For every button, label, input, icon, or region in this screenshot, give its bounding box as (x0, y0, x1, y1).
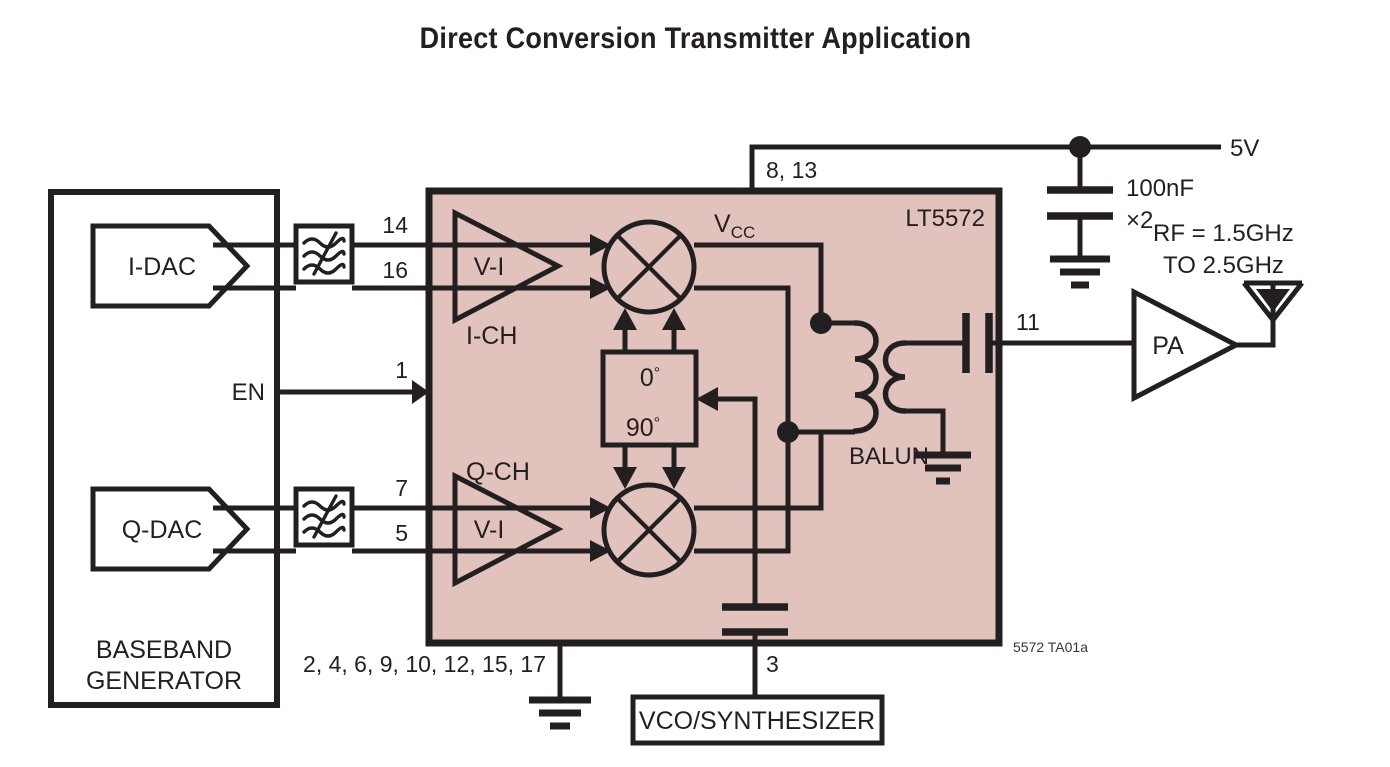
lowpass-filter-icon (302, 231, 346, 276)
i-mixer-arrow-n (590, 277, 611, 299)
ground-icon-balun (915, 451, 971, 485)
i-vi-label: V-I (474, 253, 505, 281)
lt5572-chip-body (425, 187, 1003, 647)
q-mixer-arrow-n (590, 540, 611, 562)
lowpass-filter-icon-q (302, 494, 346, 539)
baseband-label-line1: BASEBAND (96, 636, 232, 664)
q-vi-label: V-I (474, 516, 505, 544)
i-channel-vi-amplifier (452, 208, 564, 325)
pin-label-grounds: 2, 4, 6, 9, 10, 12, 15, 17 (303, 651, 546, 677)
lo-arrows-to-q-mixer (613, 445, 686, 489)
q-ch-label: Q-CH (466, 458, 530, 486)
bypass-cap-count: ×2 (1126, 207, 1153, 234)
baseband-label-line2: GENERATOR (86, 667, 242, 695)
rf-range-line1: RF = 1.5GHz (1153, 220, 1294, 247)
wire-vcc-rail (749, 144, 1221, 191)
figure-credit: 5572 TA01a (1013, 639, 1088, 655)
pin-label-5: 5 (395, 520, 408, 546)
lo-arrows-to-i-mixer (613, 308, 686, 352)
bypass-cap-value: 100nF (1126, 175, 1194, 202)
power-amplifier-block (1131, 287, 1242, 403)
wire-balun-sec-bot (905, 408, 946, 455)
bypass-capacitor-icon (1047, 186, 1113, 220)
pin-label-14: 14 (382, 212, 408, 238)
phase-90-label: 90° (626, 414, 660, 442)
q-dac-label: Q-DAC (122, 516, 203, 544)
vco-label: VCO/SYNTHESIZER (639, 707, 875, 735)
pa-label: PA (1152, 332, 1184, 360)
balun-transformer-icon (852, 320, 966, 455)
i-channel-mixer-icon (601, 219, 697, 315)
rf-range-line2: TO 2.5GHz (1163, 252, 1284, 279)
phase-0-label: 0° (640, 364, 660, 392)
enable-arrowhead (412, 380, 429, 404)
q-channel-mixer-icon (601, 482, 697, 578)
antenna-icon (1242, 280, 1304, 325)
enable-label: EN (232, 379, 265, 406)
pin-label-16: 16 (382, 257, 408, 283)
wire-q-mix-out-p (694, 432, 824, 511)
pin-label-7: 7 (395, 475, 408, 501)
vcc-label: VCC (714, 210, 755, 242)
q-channel-vi-amplifier (452, 471, 564, 588)
part-number-label: LT5572 (905, 205, 985, 232)
phase-splitter-block (600, 349, 699, 448)
wire-q-mix-out-n (694, 323, 791, 554)
pin-label-8-13: 8, 13 (766, 157, 817, 183)
wire-i-mix-out-p (694, 242, 824, 323)
i-dac-label: I-DAC (128, 253, 196, 281)
pin-label-1: 1 (395, 357, 408, 383)
pin-label-11: 11 (1016, 309, 1040, 335)
lo-input-arrowhead (696, 387, 718, 411)
supply-voltage-label: 5V (1230, 135, 1259, 162)
i-ch-label: I-CH (466, 322, 517, 350)
q-mixer-arrow-p (590, 497, 611, 519)
pin-label-3: 3 (766, 651, 779, 677)
wire-lo-feed (718, 396, 758, 607)
vco-synthesizer-block (630, 694, 885, 746)
ground-icon-supply (1050, 255, 1110, 289)
ground-icon-chip (529, 696, 591, 730)
i-mixer-arrow-p (590, 234, 611, 256)
